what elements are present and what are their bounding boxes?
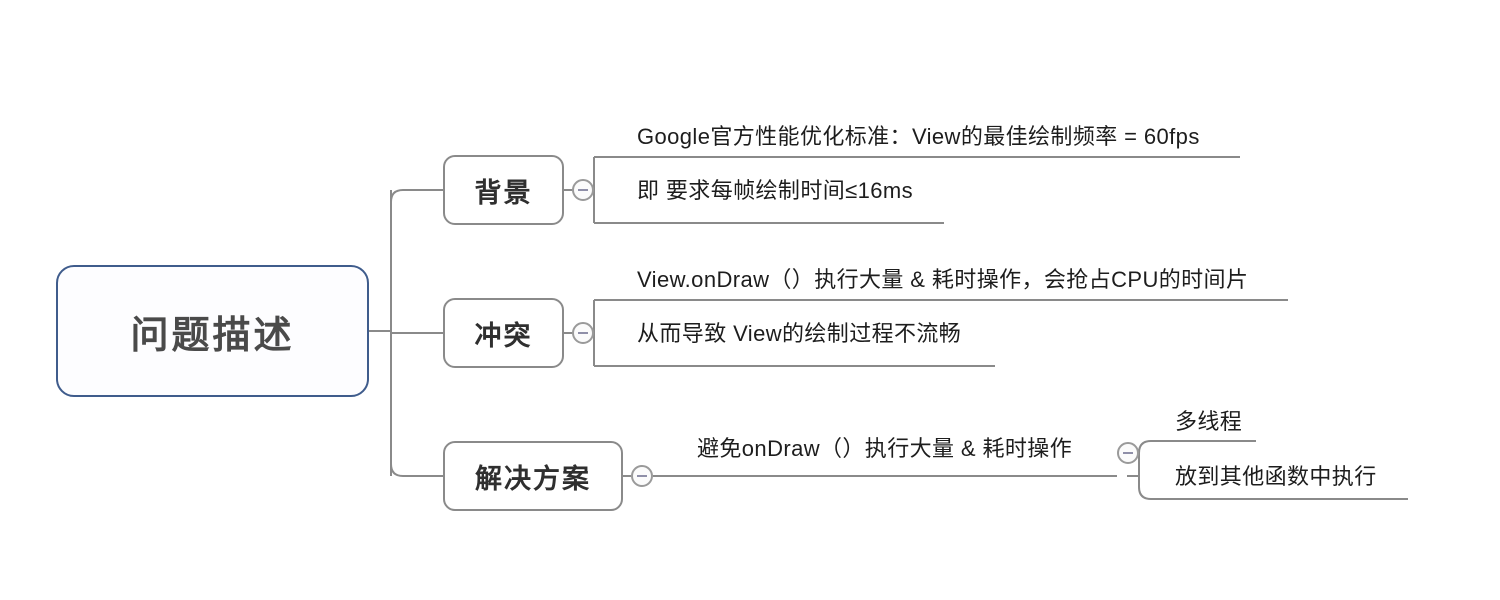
root-node[interactable]: 问题描述 — [56, 265, 369, 397]
collapse-minus-icon-background[interactable] — [572, 179, 594, 201]
leaf-conflict-1[interactable]: View.onDraw（）执行大量 & 耗时操作，会抢占CPU的时间片 — [637, 267, 1249, 292]
collapse-minus-icon-solution[interactable] — [631, 465, 653, 487]
branch-node-background-label: 背景 — [474, 177, 533, 208]
leaf-solution-child-2[interactable]: 放到其他函数中执行 — [1175, 464, 1377, 489]
leaf-background-2[interactable]: 即 要求每帧绘制时间≤16ms — [637, 178, 913, 203]
connector-to-solution — [390, 463, 443, 477]
collapse-minus-icon-avoid-ondraw[interactable] — [1117, 442, 1139, 464]
branch-node-solution-label: 解决方案 — [475, 463, 591, 494]
connector-sub-leaf-1 — [1138, 440, 1256, 454]
leaf-background-1[interactable]: Google官方性能优化标准：View的最佳绘制频率 = 60fps — [637, 124, 1200, 149]
branch-node-background[interactable]: 背景 — [443, 155, 564, 225]
branch-node-conflict-label: 冲突 — [474, 320, 533, 351]
branch-node-solution[interactable]: 解决方案 — [443, 441, 623, 511]
branch-node-conflict[interactable]: 冲突 — [443, 298, 564, 368]
leaf-conflict-2[interactable]: 从而导致 View的绘制过程不流畅 — [637, 321, 962, 346]
collapse-minus-icon-conflict[interactable] — [572, 322, 594, 344]
leaf-solution-child-1[interactable]: 多线程 — [1175, 409, 1243, 434]
root-node-label: 问题描述 — [130, 314, 295, 357]
leaf-solution-1[interactable]: 避免onDraw（）执行大量 & 耗时操作 — [697, 436, 1073, 461]
connector-to-background — [390, 189, 443, 203]
